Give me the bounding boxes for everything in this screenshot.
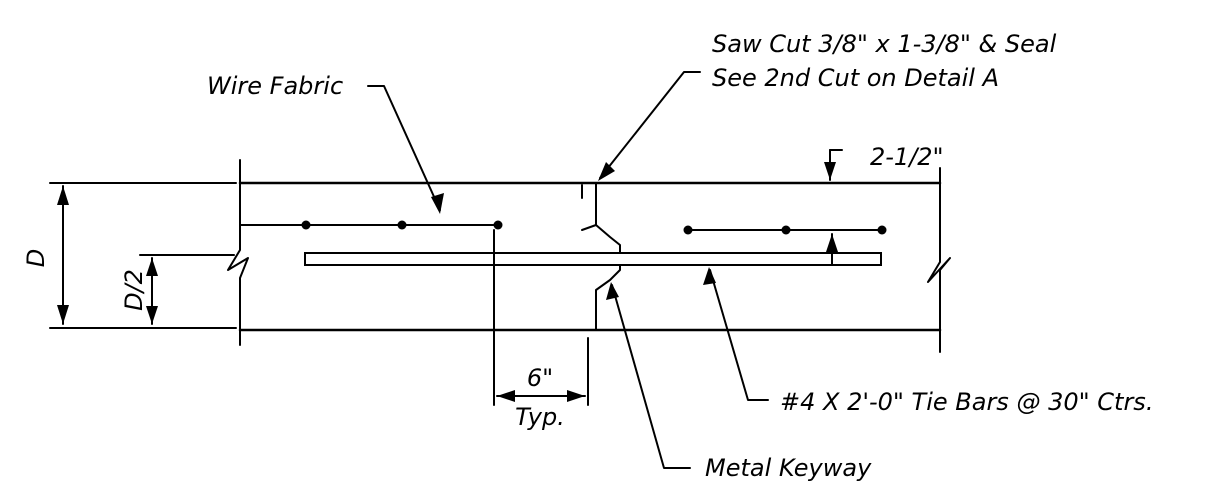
cover-dimension [824,149,843,266]
tie-bars-label: #4 X 2'-0" Tie Bars @ 30" Ctrs. [780,388,1153,416]
wire-fabric-leader [367,85,444,214]
wire-dot [301,220,311,230]
typical-label: Typ. [515,403,565,431]
saw-cut-leader [598,71,701,181]
depth-label: D [22,249,50,267]
slab-outline [227,159,951,353]
half-depth-dimension [139,254,235,325]
tie-bar [304,252,882,266]
spacing-dimension [493,229,589,406]
saw-cut-label-line1: Saw Cut 3/8" x 1-3/8" & Seal [712,30,1057,58]
wire-dot [493,220,503,230]
metal-keyway-label: Metal Keyway [705,454,872,482]
left-break-line [227,159,249,346]
keyway-outline [581,184,597,231]
metal-keyway-leader [606,282,691,469]
wire-fabric-right [683,225,887,235]
wire-fabric-left [239,220,503,230]
wire-dot [781,225,791,235]
wire-dot [877,225,887,235]
cover-dimension-label: 2-1/2" [870,143,944,171]
tie-bar-leader [703,267,769,401]
half-depth-label: D/2 [120,269,148,311]
saw-cut-label-line2: See 2nd Cut on Detail A [712,64,999,92]
wire-dot [397,220,407,230]
right-break-line [927,167,951,353]
wire-dot [683,225,693,235]
wire-fabric-label: Wire Fabric [207,72,343,100]
depth-dimension [49,182,237,329]
spacing-label: 6" [527,364,553,392]
